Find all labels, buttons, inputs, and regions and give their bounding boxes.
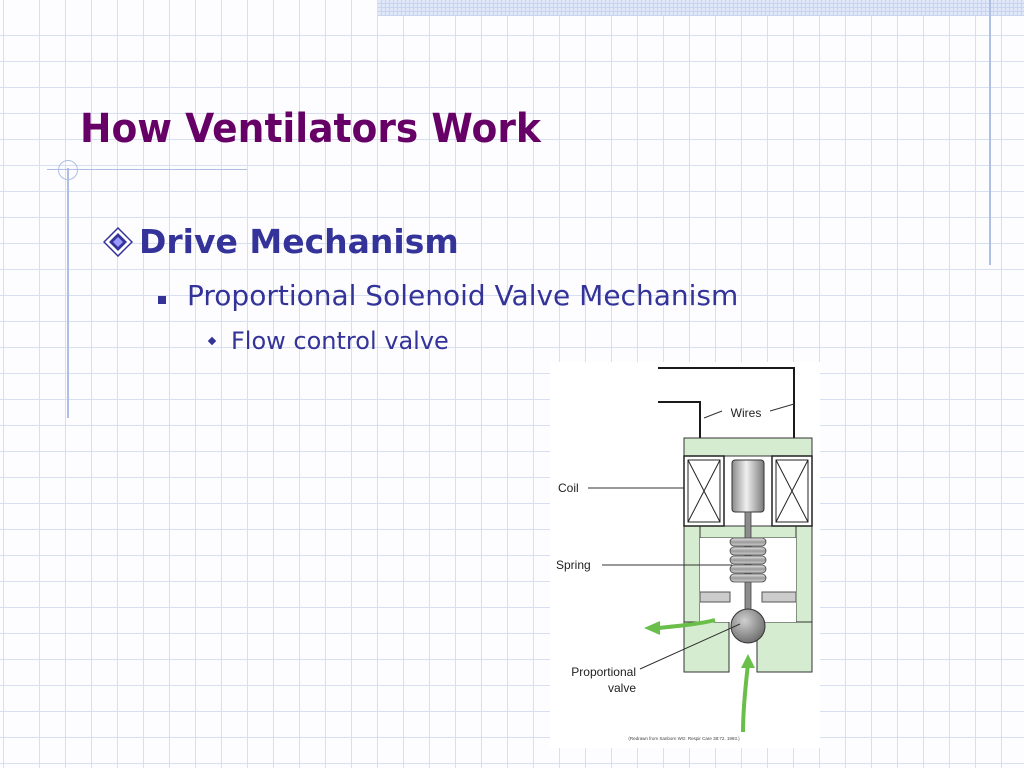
coil-graphic (683, 455, 813, 527)
bullet-level1: Drive Mechanism (103, 222, 459, 261)
spring-label: Spring (556, 558, 591, 572)
small-diamond-bullet-icon (207, 336, 217, 346)
solenoid-valve-illustration: Wires Coil Spring Proportional valve (Re… (556, 367, 813, 741)
bullet-level2-text: Proportional Solenoid Valve Mechanism (187, 279, 739, 312)
diagram-citation: (Redrawn from Sanborn WG: Respir Care 38… (628, 736, 740, 741)
proportional-valve-label-line2: valve (608, 681, 636, 695)
bullet-level3: Flow control valve (207, 327, 449, 355)
circle-ornament-icon (58, 160, 78, 180)
square-bullet-icon (158, 295, 166, 304)
right-decorative-line (989, 0, 991, 265)
bullet-level2: Proportional Solenoid Valve Mechanism (158, 279, 738, 312)
wires-label: Wires (731, 406, 762, 420)
leader-lines (588, 403, 795, 670)
wires-graphic (658, 367, 795, 438)
bullet-level1-text: Drive Mechanism (139, 222, 459, 261)
diamond-bullet-icon (103, 226, 133, 257)
left-decorative-line (67, 168, 69, 418)
flow-arrows-graphic (644, 618, 755, 733)
slide-title: How Ventilators Work (80, 106, 541, 152)
spring-graphic (729, 537, 767, 583)
valve-ball-graphic (730, 608, 766, 644)
coil-label: Coil (558, 481, 579, 495)
bullet-level3-text: Flow control valve (231, 327, 449, 355)
proportional-valve-label-line1: Proportional (571, 665, 636, 679)
title-underline (47, 169, 247, 170)
solenoid-valve-diagram: Wires Coil Spring Proportional valve (Re… (550, 362, 820, 748)
top-decorative-band (378, 0, 1024, 16)
